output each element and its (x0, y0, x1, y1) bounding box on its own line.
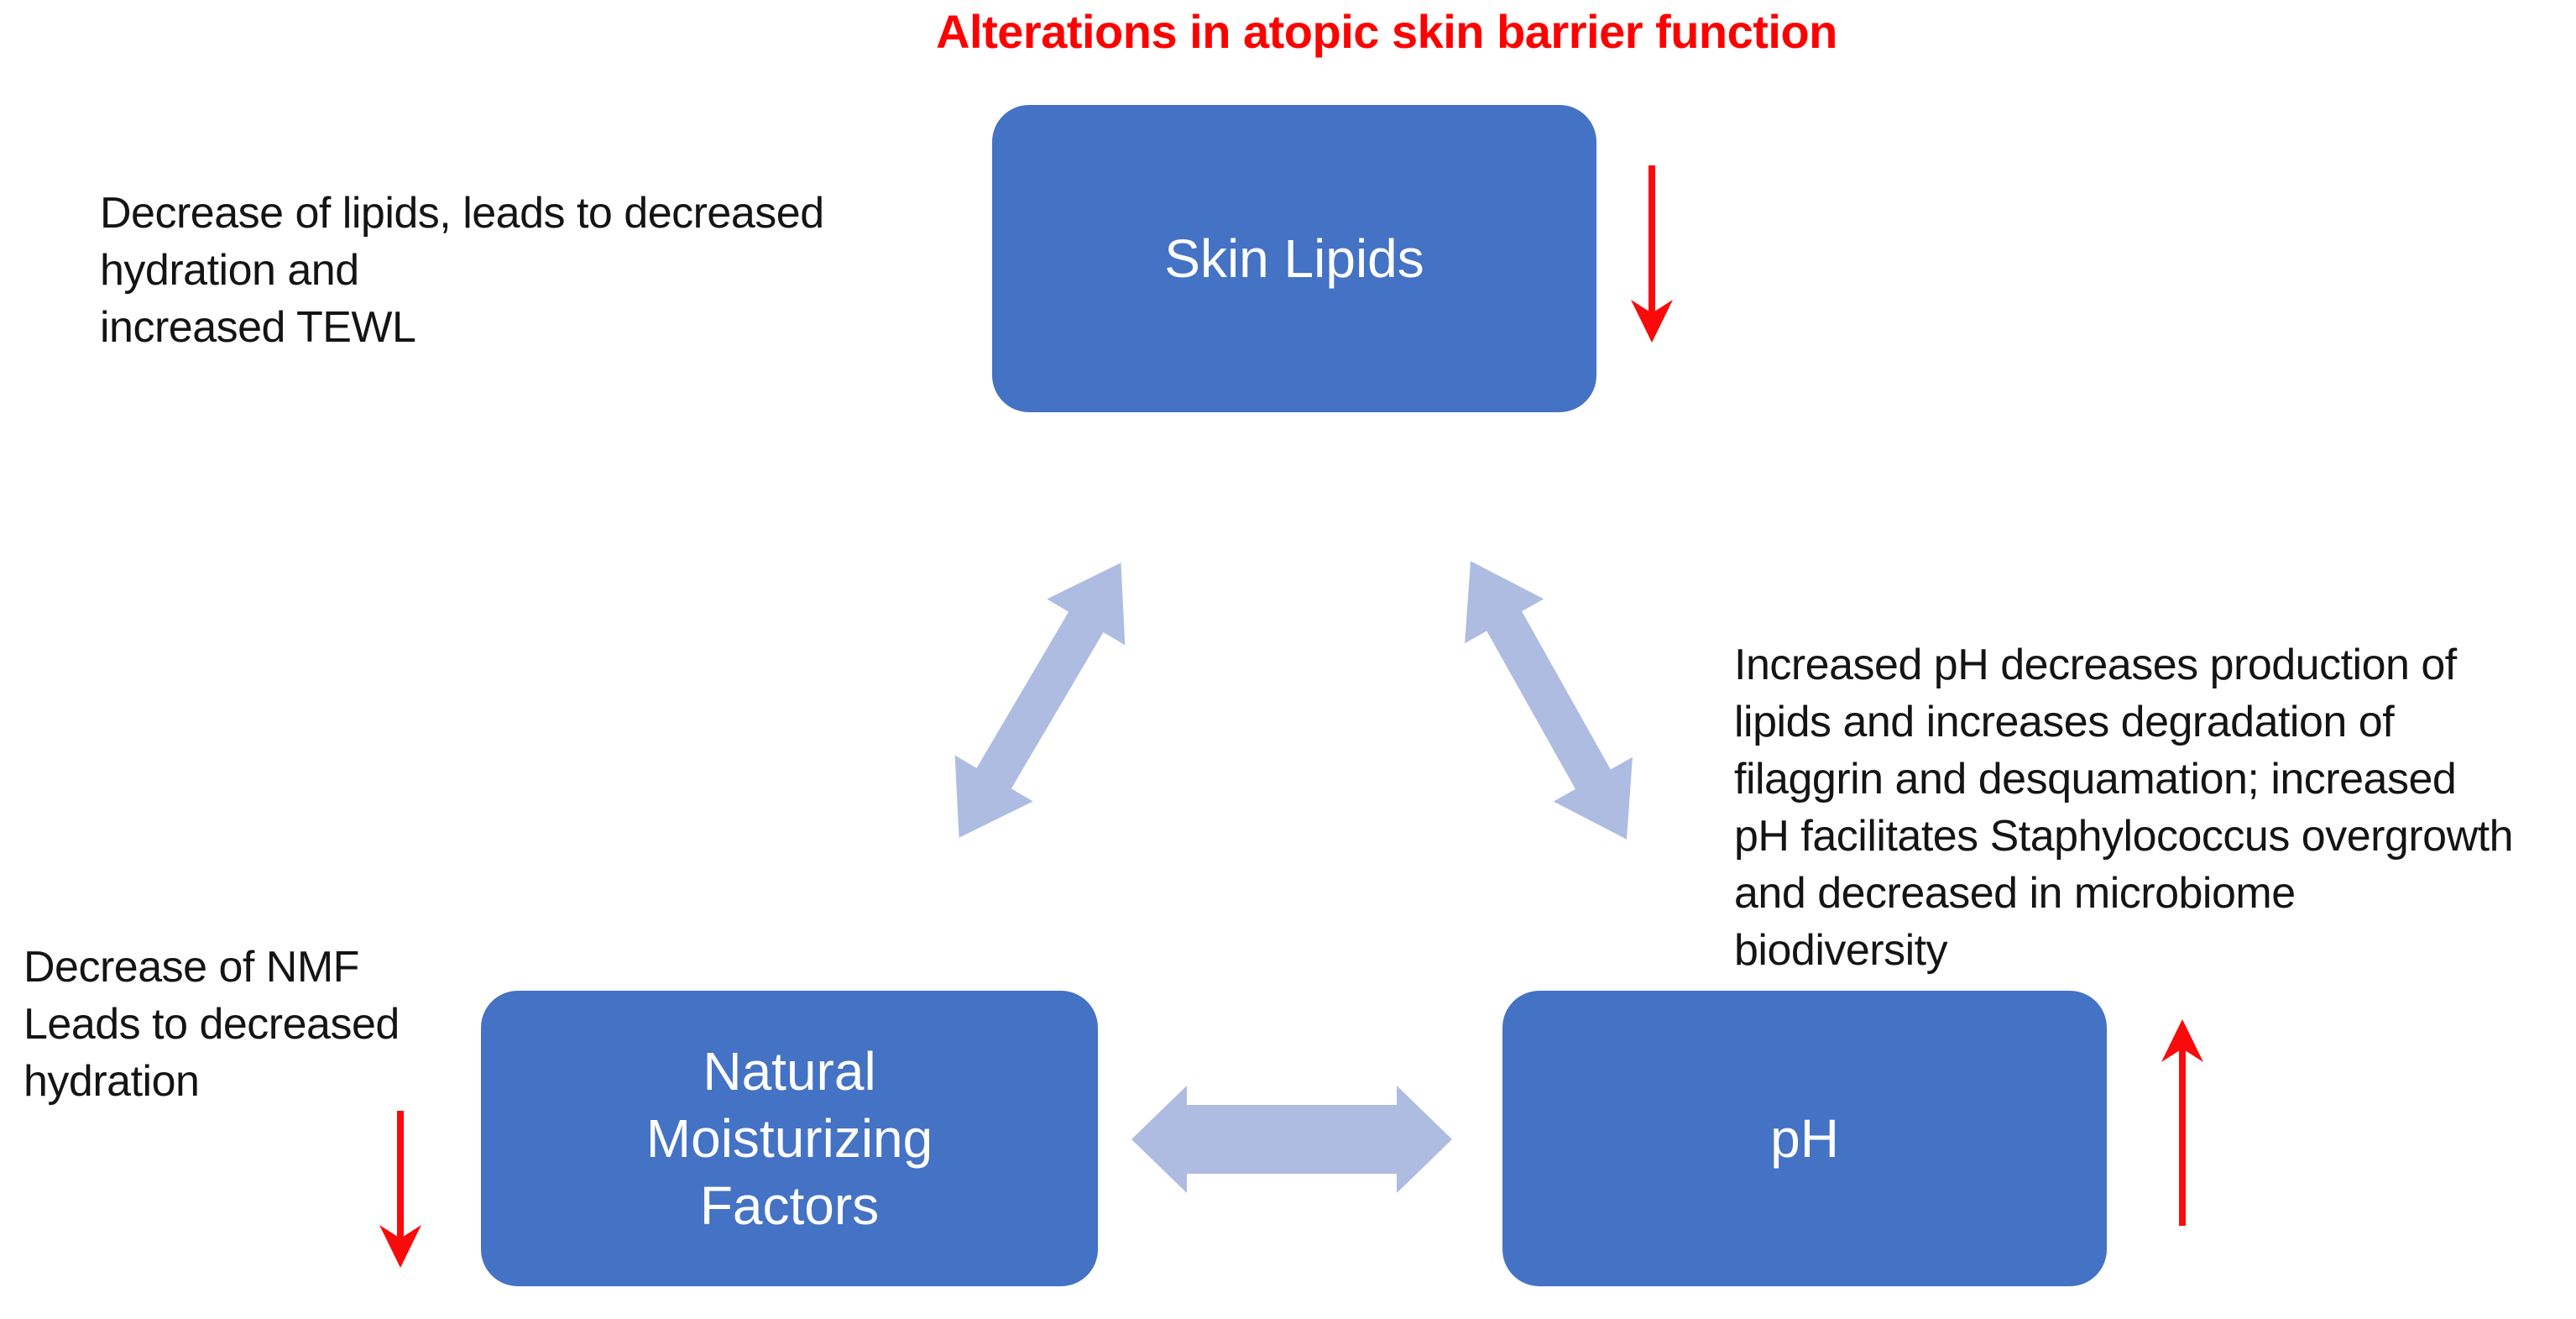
nmf-node-label: Natural Moisturizing Factors (645, 1041, 933, 1236)
arrow-head (2161, 1019, 2203, 1062)
lipids-note: Decrease of lipids, leads to decreased h… (100, 189, 824, 352)
nmf-decrease-arrow-icon (379, 1111, 421, 1268)
ph-node-label: pH (1770, 1108, 1839, 1169)
ph-note: Increased pH decreases production of lip… (1734, 641, 2514, 975)
double-arrow-shape (954, 563, 1126, 838)
skin-lipids-node-label: Skin Lipids (1164, 228, 1424, 289)
skin-lipids-node: Skin Lipids (992, 105, 1596, 412)
ph-increase-arrow-icon (2161, 1019, 2203, 1226)
double-arrow-shape (1465, 561, 1633, 840)
page-title: Alterations in atopic skin barrier funct… (936, 5, 1837, 58)
arrow-head (379, 1225, 421, 1268)
double-arrow-shape (1131, 1086, 1452, 1193)
skin-lipids-decrease-arrow-icon (1631, 165, 1673, 343)
ph-node: pH (1502, 991, 2107, 1286)
natural-moisturizing-factors-node: Natural Moisturizing Factors (481, 991, 1098, 1286)
arrow-head (1631, 300, 1673, 343)
lipids-nmf-double-arrow-icon (954, 563, 1126, 838)
nmf-ph-double-arrow-icon (1131, 1086, 1452, 1193)
nmf-note: Decrease of NMF Leads to decreased hydra… (24, 943, 400, 1106)
lipids-ph-double-arrow-icon (1465, 561, 1633, 840)
